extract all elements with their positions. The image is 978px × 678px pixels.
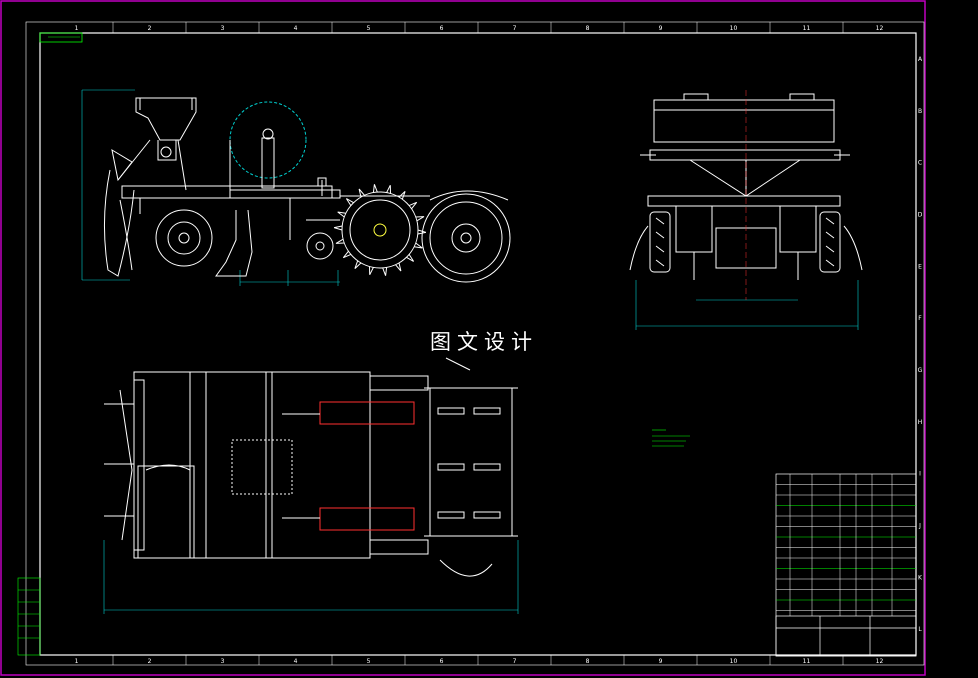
column-marker-4: 4 [294,25,298,32]
column-marker-5: 5 [367,25,371,32]
row-marker-B: B [918,108,922,115]
drawing-border [25,21,925,666]
front-view [629,90,863,330]
column-marker-5: 5 [367,658,371,665]
top-view [103,357,519,614]
row-marker-L: L [918,626,922,633]
top-stamp [39,32,83,43]
left-side-table [17,577,41,656]
technical-notes [652,429,690,447]
column-marker-9: 9 [659,658,663,665]
column-marker-11: 11 [803,658,811,665]
row-marker-E: E [918,263,922,270]
column-marker-7: 7 [513,658,517,665]
row-marker-A: A [918,56,923,63]
row-marker-C: C [918,160,922,167]
column-marker-2: 2 [148,25,152,32]
column-marker-3: 3 [221,658,225,665]
column-marker-1: 1 [75,658,79,665]
row-marker-H: H [918,419,923,426]
row-marker-G: G [918,367,923,374]
column-marker-12: 12 [876,658,884,665]
column-marker-10: 10 [730,658,738,665]
column-marker-6: 6 [440,658,444,665]
watermark-text: 图文设计 [430,330,538,354]
row-marker-K: K [918,574,923,581]
column-marker-4: 4 [294,658,298,665]
column-marker-12: 12 [876,25,884,32]
column-marker-7: 7 [513,25,517,32]
side-view [81,89,511,286]
column-marker-3: 3 [221,25,225,32]
row-markers-right: A B C D E F G H I J K L [918,56,923,633]
row-marker-F: F [918,315,922,322]
title-block [775,473,917,657]
column-marker-2: 2 [148,658,152,665]
column-marker-10: 10 [730,25,738,32]
column-marker-8: 8 [586,25,590,32]
column-marker-1: 1 [75,25,79,32]
outer-border [0,0,926,676]
row-marker-D: D [918,211,923,218]
row-marker-I: I [919,471,921,478]
row-marker-J: J [918,522,921,529]
column-marker-8: 8 [586,658,590,665]
column-marker-11: 11 [803,25,811,32]
column-marker-9: 9 [659,25,663,32]
column-marker-6: 6 [440,25,444,32]
